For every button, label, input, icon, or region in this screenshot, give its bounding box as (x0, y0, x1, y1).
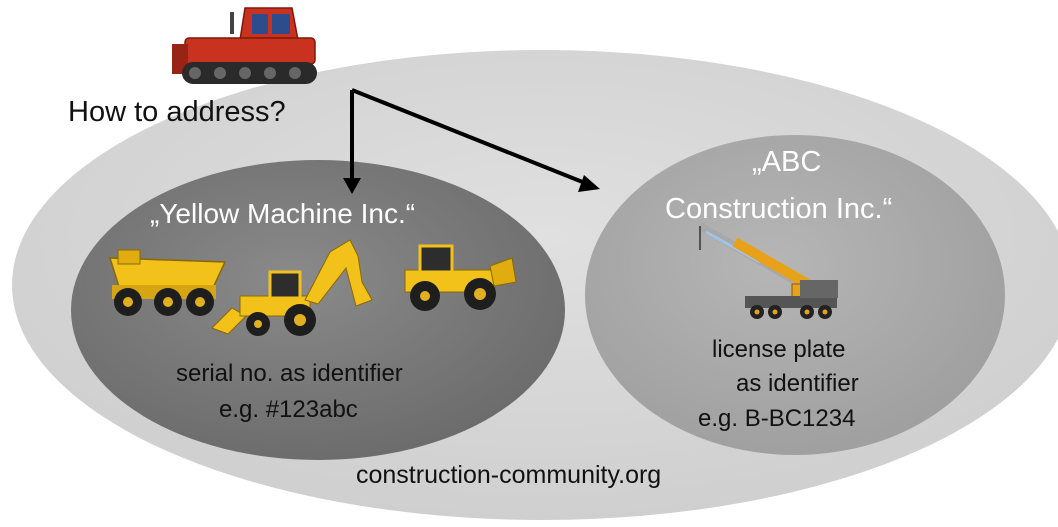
arrow-head-company-1 (343, 178, 361, 194)
community-domain: construction-community.org (356, 461, 662, 489)
arrow-to-company-2 (351, 88, 591, 187)
address-arrows (343, 88, 600, 194)
company-1-identifier-line-1: serial no. as identifier (176, 360, 403, 387)
wheel-loader-icon (404, 244, 517, 311)
address-question: How to address? (68, 96, 286, 128)
company-2-name-line-1: „ABC (752, 146, 822, 178)
company-2-identifier-line-2: as identifier (736, 370, 859, 397)
backhoe-loader-icon (211, 239, 373, 336)
company-1-identifier-line-2: e.g. #123abc (219, 396, 358, 423)
arrow-head-company-2 (578, 175, 600, 192)
company-2-identifier-line-3: e.g. B-BC1234 (698, 405, 856, 432)
company-2-identifier-line-1: license plate (712, 336, 846, 363)
red-bulldozer-icon (172, 7, 317, 84)
mobile-crane-icon (698, 222, 838, 319)
company-2-name-line-2: Construction Inc.“ (665, 193, 893, 225)
company-1-name: „Yellow Machine Inc.“ (150, 198, 416, 229)
dump-truck-icon (108, 249, 227, 316)
company-1-ellipse (71, 160, 565, 460)
